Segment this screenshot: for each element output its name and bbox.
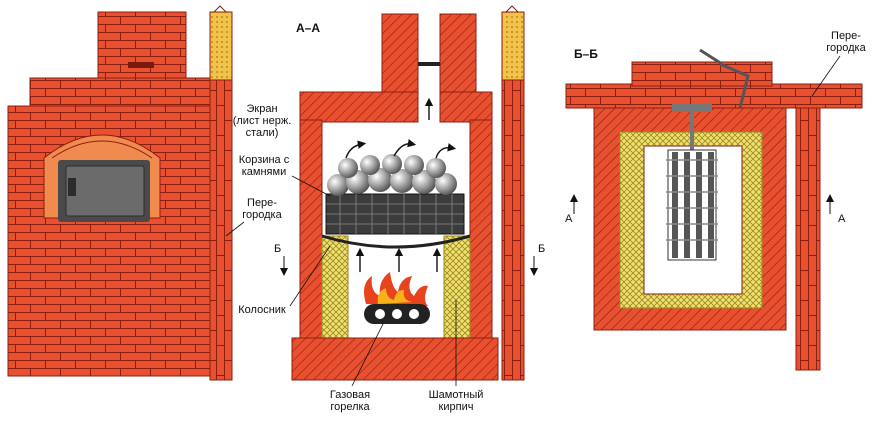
- partition2-label-line1: Пере-: [831, 30, 861, 42]
- partition2-leader: [811, 55, 841, 97]
- screen-label-line1: Экран: [246, 103, 277, 115]
- aa-chimney-left: [381, 13, 419, 93]
- door: [65, 165, 145, 217]
- screen-label-line2: (лист нерж.: [233, 115, 292, 127]
- partition-leader: [225, 221, 245, 237]
- partition-label-line1: Пере-: [247, 197, 277, 209]
- aa-base: [291, 337, 499, 381]
- bb-top-block: [631, 61, 773, 87]
- bb-screen-rod: [699, 48, 723, 66]
- front-shoulder: [29, 77, 211, 109]
- aa-damper: [418, 62, 440, 66]
- marker-a-right: А: [826, 194, 846, 225]
- section-bb: [565, 48, 863, 371]
- section-aa: [291, 13, 499, 381]
- aa-chimney-right: [439, 13, 477, 93]
- section-aa-title: А–А: [296, 21, 320, 35]
- bb-partition: [795, 107, 821, 371]
- aa-partition: [501, 5, 525, 381]
- partition2-label: Пере- городка: [826, 30, 866, 54]
- marker-b-left-letter: Б: [274, 243, 281, 255]
- chamotte-label-line1: Шамотный: [429, 389, 484, 401]
- bb-screen: [719, 62, 750, 109]
- bb-stone-rack: [666, 149, 718, 261]
- front-chimney-vent: [128, 62, 154, 68]
- basket-label-line2: камнями: [242, 166, 286, 178]
- front-partition: [209, 5, 233, 381]
- marker-a-right-letter: А: [838, 213, 846, 225]
- screen-label: Экран (лист нерж. стали): [233, 103, 292, 139]
- aa-wall-right: [469, 119, 493, 341]
- bb-top-beam: [565, 83, 863, 109]
- aa-top-left: [299, 91, 419, 123]
- marker-b-right-letter: Б: [538, 243, 545, 255]
- marker-b-right: Б: [530, 243, 545, 276]
- partition-label-line2: городка: [242, 209, 282, 221]
- flame-icon: [364, 272, 428, 306]
- bb-hanger: [672, 104, 712, 112]
- chamotte-label-line2: кирпич: [439, 401, 474, 413]
- aa-wall-left: [299, 119, 323, 341]
- front-chimney: [97, 11, 187, 81]
- basket-label-line1: Корзина с: [239, 154, 290, 166]
- door-arch-bricks: [51, 140, 153, 159]
- arrow-up-icon: [345, 97, 457, 272]
- aa-chamotte-right: [443, 235, 471, 341]
- stone-basket: [325, 154, 465, 235]
- burner-label-line2: горелка: [330, 401, 370, 413]
- burner-label-line1: Газовая: [330, 389, 370, 401]
- grate-label: Колосник: [238, 304, 286, 316]
- partition2-label-line2: городка: [826, 42, 866, 54]
- bb-hanger-rod: [690, 112, 694, 150]
- burner-label: Газовая горелка: [330, 389, 371, 413]
- chamotte-label: Шамотный кирпич: [429, 389, 484, 413]
- partition-label: Пере- городка: [242, 197, 282, 221]
- section-bb-title: Б–Б: [574, 47, 598, 61]
- front-view: [7, 11, 213, 377]
- door-handle: [68, 178, 76, 196]
- bb-inner-chamber: [643, 145, 743, 295]
- gas-burner: [364, 304, 430, 324]
- grate-leader: [289, 245, 331, 307]
- aa-top-right: [439, 91, 493, 123]
- marker-a-left-letter: А: [565, 213, 573, 225]
- screen-label-line3: стали): [246, 127, 279, 139]
- marker-b-left: Б: [274, 243, 288, 276]
- stone-icon: [327, 154, 457, 196]
- burner-leader: [351, 321, 385, 387]
- basket-leader: [291, 175, 331, 197]
- grate: [321, 234, 471, 249]
- marker-a-left: А: [565, 194, 578, 225]
- basket-label: Корзина с камнями: [239, 154, 290, 178]
